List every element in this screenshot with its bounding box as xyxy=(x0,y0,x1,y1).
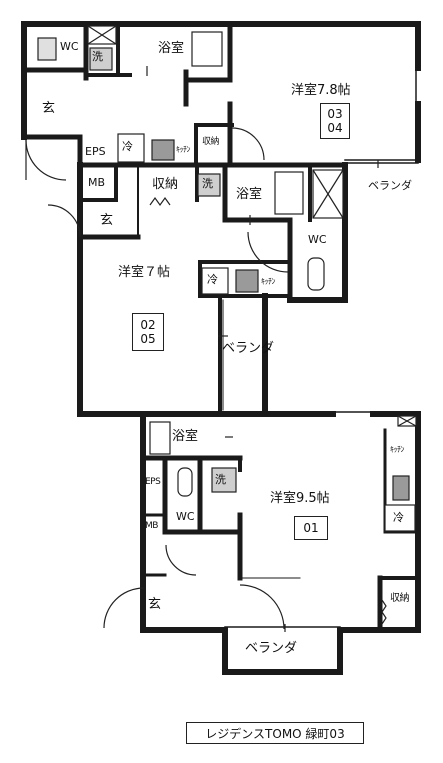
room-name-02: 洋室７帖 xyxy=(118,265,171,280)
mb-label: MB xyxy=(145,521,158,531)
kitchen-label: ｷｯﾁﾝ xyxy=(261,277,276,286)
entrance-label: 玄 xyxy=(148,597,162,612)
balcony-label: ベランダ xyxy=(368,179,412,192)
room-code: 05 xyxy=(140,332,156,346)
wc-label: WC xyxy=(176,510,195,523)
room-code-box: 01 xyxy=(294,516,328,540)
room-code: 01 xyxy=(303,521,319,535)
entrance-label: 玄 xyxy=(42,101,56,116)
kitchen-label: ｷｯﾁﾝ xyxy=(176,145,191,154)
room-name-01: 洋室9.5帖 xyxy=(270,491,330,506)
fridge-icon: 冷 xyxy=(393,511,404,524)
room-code: 04 xyxy=(327,121,343,135)
storage-label: 収納 xyxy=(152,177,179,192)
storage-label: 収納 xyxy=(390,593,410,604)
mb-label: MB xyxy=(88,176,106,189)
washer-icon: 洗 xyxy=(215,473,226,486)
room-name-03: 洋室7.8帖 xyxy=(291,83,351,98)
washer-icon: 洗 xyxy=(92,50,103,63)
washer-icon: 洗 xyxy=(202,177,213,190)
wc-label: WC xyxy=(60,40,79,53)
fridge-icon: 冷 xyxy=(207,273,218,286)
eps-label: EPS xyxy=(85,145,106,158)
balcony-label: ベランダ xyxy=(222,341,275,356)
entrance-label: 玄 xyxy=(100,213,114,228)
balcony-label: ベランダ xyxy=(245,641,298,656)
room-code: 03 xyxy=(327,107,343,121)
bath-label: 浴室 xyxy=(158,41,185,56)
storage-label: 収納 xyxy=(202,137,220,147)
eps-label: EPS xyxy=(145,477,161,487)
bath-label: 浴室 xyxy=(236,187,263,202)
fridge-icon: 冷 xyxy=(122,140,133,153)
wc-label: WC xyxy=(308,233,327,246)
property-caption: レジデンスTOMO 緑町03 xyxy=(186,722,364,744)
kitchen-label: ｷｯﾁﾝ xyxy=(390,445,405,454)
room-code-box: 03 04 xyxy=(320,103,350,139)
room-code-box: 02 05 xyxy=(132,313,164,351)
room-code: 02 xyxy=(140,318,156,332)
bath-label: 浴室 xyxy=(172,429,199,444)
